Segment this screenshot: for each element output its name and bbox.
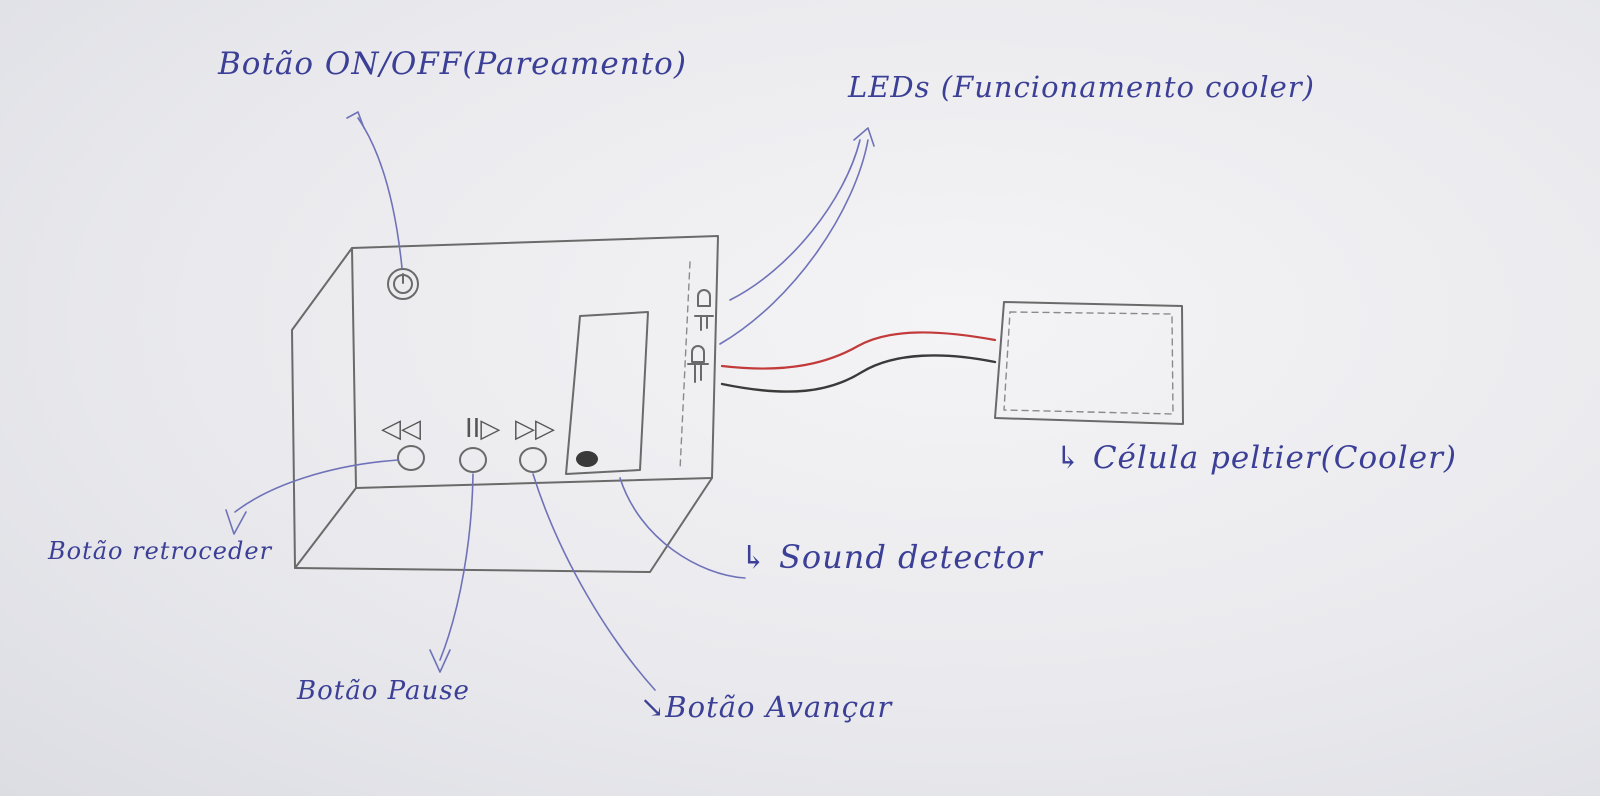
led-bottom-icon <box>691 345 705 363</box>
sound-detector-board <box>565 311 649 475</box>
rewind-icon: ◁◁ <box>381 414 421 444</box>
black-wire <box>720 354 997 393</box>
peltier-cell-sketch <box>994 301 1184 425</box>
peltier-cell-inner <box>1003 311 1174 415</box>
power-button-outer-ring <box>387 268 419 300</box>
red-wire <box>720 331 997 370</box>
onoff-arrow <box>357 117 403 269</box>
leds-arrowhead <box>853 127 875 147</box>
leds-arrow-top <box>729 139 861 301</box>
forward-icon: ▷▷ <box>515 414 555 444</box>
sound-arrow <box>619 477 746 579</box>
avancar-arrow <box>532 473 656 691</box>
leds-arrow-bottom <box>719 139 869 345</box>
sound-detector-sketch <box>565 311 649 475</box>
peltier-cell-box <box>994 301 1184 425</box>
onoff-button-label: Botão ON/OFF(Pareamento) <box>218 46 687 82</box>
avancar-button-label: ↘Botão Avançar <box>640 690 893 724</box>
microphone-icon <box>576 451 598 467</box>
leds-label: LEDs (Funcionamento cooler) <box>848 70 1315 104</box>
onoff-arrowhead <box>346 111 365 129</box>
sound-detector-label: ↳ Sound detector <box>740 538 1043 576</box>
pause-arrow <box>439 473 474 661</box>
rewind-button-circle <box>397 445 425 471</box>
peltier-cell-label: ↳ Célula peltier(Cooler) <box>1055 440 1457 476</box>
led-top-legs <box>694 315 714 331</box>
box-inner-edge <box>679 261 691 471</box>
play-pause-icon: II▷ <box>465 414 500 444</box>
box-left-side <box>291 247 357 569</box>
box-sketch <box>291 235 719 573</box>
pause-button-label: Botão Pause <box>297 676 470 706</box>
control-buttons-sketch: ◁◁ II▷ ▷▷ <box>381 414 555 473</box>
annotation-arrows <box>225 111 875 691</box>
box-back-panel <box>351 235 719 489</box>
retroceder-button-label: Botão retroceder <box>48 537 273 565</box>
retroceder-arrowhead <box>225 509 247 535</box>
box-bottom-edge <box>294 477 713 573</box>
led-top-icon <box>697 289 711 307</box>
retroceder-arrow <box>234 459 399 513</box>
power-button-sketch <box>387 268 419 300</box>
led-bottom-legs <box>687 363 709 383</box>
leds-sketch <box>687 289 714 383</box>
forward-button-circle <box>519 447 547 473</box>
pause-button-circle <box>459 447 487 473</box>
pause-arrowhead <box>429 649 451 673</box>
